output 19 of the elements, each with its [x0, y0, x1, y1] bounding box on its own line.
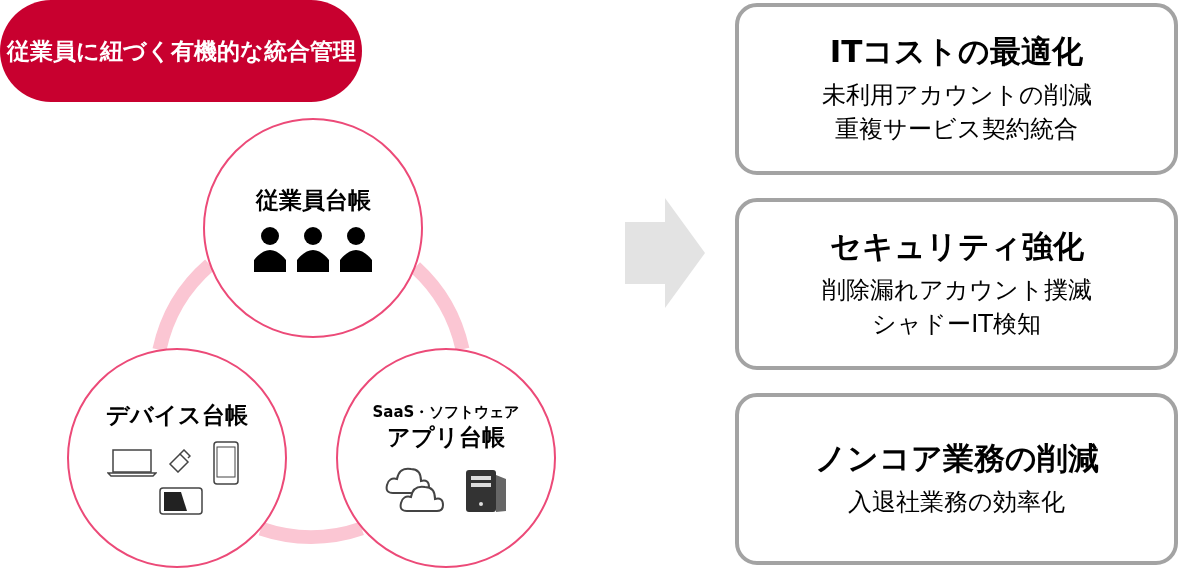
ring-connector [410, 262, 470, 352]
card-text: 未利用アカウントの削減 [821, 80, 1092, 112]
card-text: 削除漏れアカウント撲滅 [821, 275, 1092, 307]
circle-title: 従業員台帳 [255, 185, 371, 215]
benefit-card [735, 198, 1178, 370]
circle-subtitle: SaaS・ソフトウェア [372, 403, 520, 422]
card-text: 入退社業務の効率化 [848, 487, 1065, 519]
circle-title: デバイス台帳 [106, 400, 248, 430]
card-heading: セキュリティ強化 [829, 227, 1084, 267]
title-banner [0, 0, 362, 102]
benefit-card [735, 3, 1178, 175]
card-text: 重複サービス契約統合 [835, 114, 1078, 145]
circle-title: アプリ台帳 [387, 423, 505, 452]
card-heading: ノンコア業務の削減 [814, 439, 1099, 479]
banner-title: 従業員に紐づく有機的な統合管理 [6, 36, 356, 66]
benefit-card [735, 393, 1178, 565]
ring-connector [259, 521, 364, 544]
card-text: シャドーIT検知 [872, 309, 1041, 340]
card-heading: ITコストの最適化 [829, 32, 1084, 72]
